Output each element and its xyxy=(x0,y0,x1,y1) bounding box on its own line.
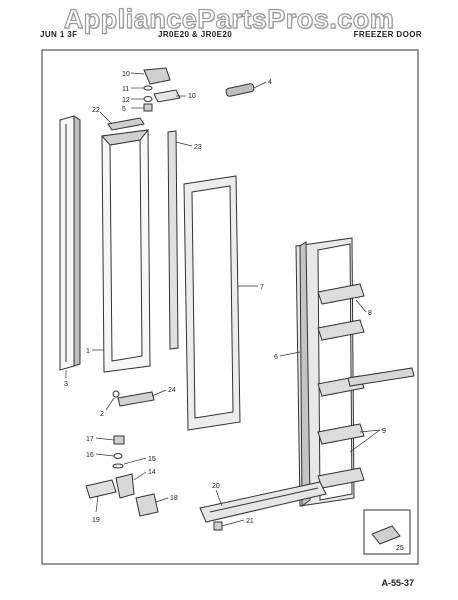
shelf-bar xyxy=(347,367,415,387)
callout-labels: 10 11 12 10 5 4 22 23 7 1 3 6 8 9 2 24 1… xyxy=(64,71,404,552)
top-hinge-bracket xyxy=(143,67,171,85)
callout-18: 18 xyxy=(170,495,178,502)
door-gasket xyxy=(183,175,241,431)
hinge-pin xyxy=(143,103,153,112)
bottom-hinge-plate xyxy=(117,391,155,407)
door-channel-left xyxy=(59,115,81,371)
callout-11: 11 xyxy=(122,86,129,93)
hinge-pin-bottom xyxy=(112,390,120,398)
callout-8: 8 xyxy=(368,310,372,317)
washer-lower xyxy=(112,463,124,469)
diagram-frame xyxy=(41,49,419,565)
callout-19: 19 xyxy=(92,517,100,524)
callout-16: 16 xyxy=(86,452,94,459)
door-cam xyxy=(113,435,125,445)
callout-4: 4 xyxy=(268,79,272,86)
door-stop xyxy=(213,521,223,531)
callout-3: 3 xyxy=(64,381,68,388)
inset-detail xyxy=(363,509,411,555)
handle-cartridge xyxy=(225,83,255,97)
callout-10-plate: 10 xyxy=(188,93,196,100)
bushing xyxy=(143,96,153,102)
callout-10-top: 10 xyxy=(122,71,130,78)
trim-strip xyxy=(167,130,179,350)
door-liner-shelves xyxy=(295,237,355,507)
hinge-base xyxy=(85,479,117,499)
callout-22: 22 xyxy=(92,107,100,114)
callout-20: 20 xyxy=(212,483,220,490)
callout-9: 9 xyxy=(382,428,386,435)
callout-6: 6 xyxy=(274,354,278,361)
callout-1: 1 xyxy=(86,348,90,355)
header-model-left: JUN 1 3F xyxy=(40,30,78,39)
top-cap xyxy=(107,117,145,131)
page-code: A-55-37 xyxy=(381,578,414,588)
callout-7: 7 xyxy=(260,284,264,291)
bottom-rail xyxy=(199,481,327,523)
callout-15: 15 xyxy=(148,456,156,463)
callout-21: 21 xyxy=(246,518,254,525)
callout-24: 24 xyxy=(168,387,176,394)
callout-25: 25 xyxy=(396,545,404,552)
callout-14: 14 xyxy=(148,469,156,476)
header-section-title: FREEZER DOOR xyxy=(353,30,422,39)
callout-12: 12 xyxy=(122,97,130,104)
door-liner-frame xyxy=(100,129,151,373)
door-clip xyxy=(135,493,159,517)
callout-17: 17 xyxy=(86,436,94,443)
callout-23: 23 xyxy=(194,144,202,151)
bushing-lower xyxy=(113,453,123,459)
washer xyxy=(143,85,153,91)
lower-bracket xyxy=(115,473,135,499)
leader-lines xyxy=(65,72,381,527)
spacer-plate xyxy=(153,89,181,103)
header-model-middle: JR0E20 & JR0E20 xyxy=(158,30,233,39)
callout-5: 5 xyxy=(122,106,126,113)
callout-2: 2 xyxy=(100,411,104,418)
